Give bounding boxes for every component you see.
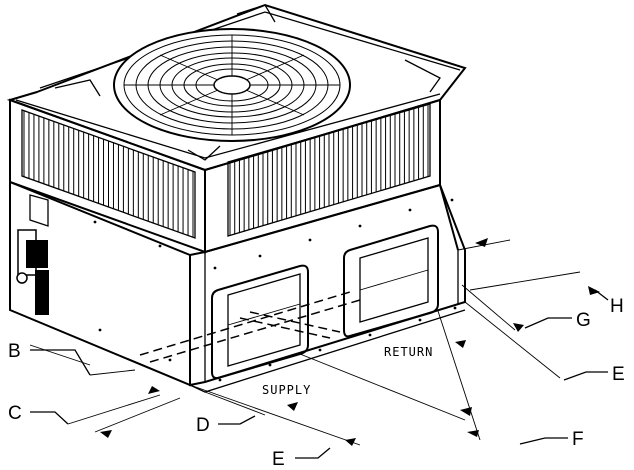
left-side-panel: [9, 180, 191, 387]
panel-screws: [213, 198, 457, 382]
callout-g: G: [576, 310, 591, 331]
callout-e-right: E: [612, 364, 625, 385]
return-opening[interactable]: [343, 224, 439, 338]
callout-f: F: [572, 429, 584, 450]
left-coil-panel: [9, 98, 206, 254]
base-hidden-lines: [139, 291, 361, 363]
callout-h: H: [610, 296, 624, 317]
dimension-lines: [29, 238, 609, 459]
callout-c: C: [8, 403, 22, 424]
callout-d: D: [196, 415, 210, 436]
supply-label: SUPPLY: [262, 383, 311, 397]
return-label: RETURN: [384, 345, 433, 359]
callout-e-bottom: E: [272, 449, 285, 470]
fan-grille: [113, 28, 351, 142]
callout-b: B: [8, 341, 21, 362]
